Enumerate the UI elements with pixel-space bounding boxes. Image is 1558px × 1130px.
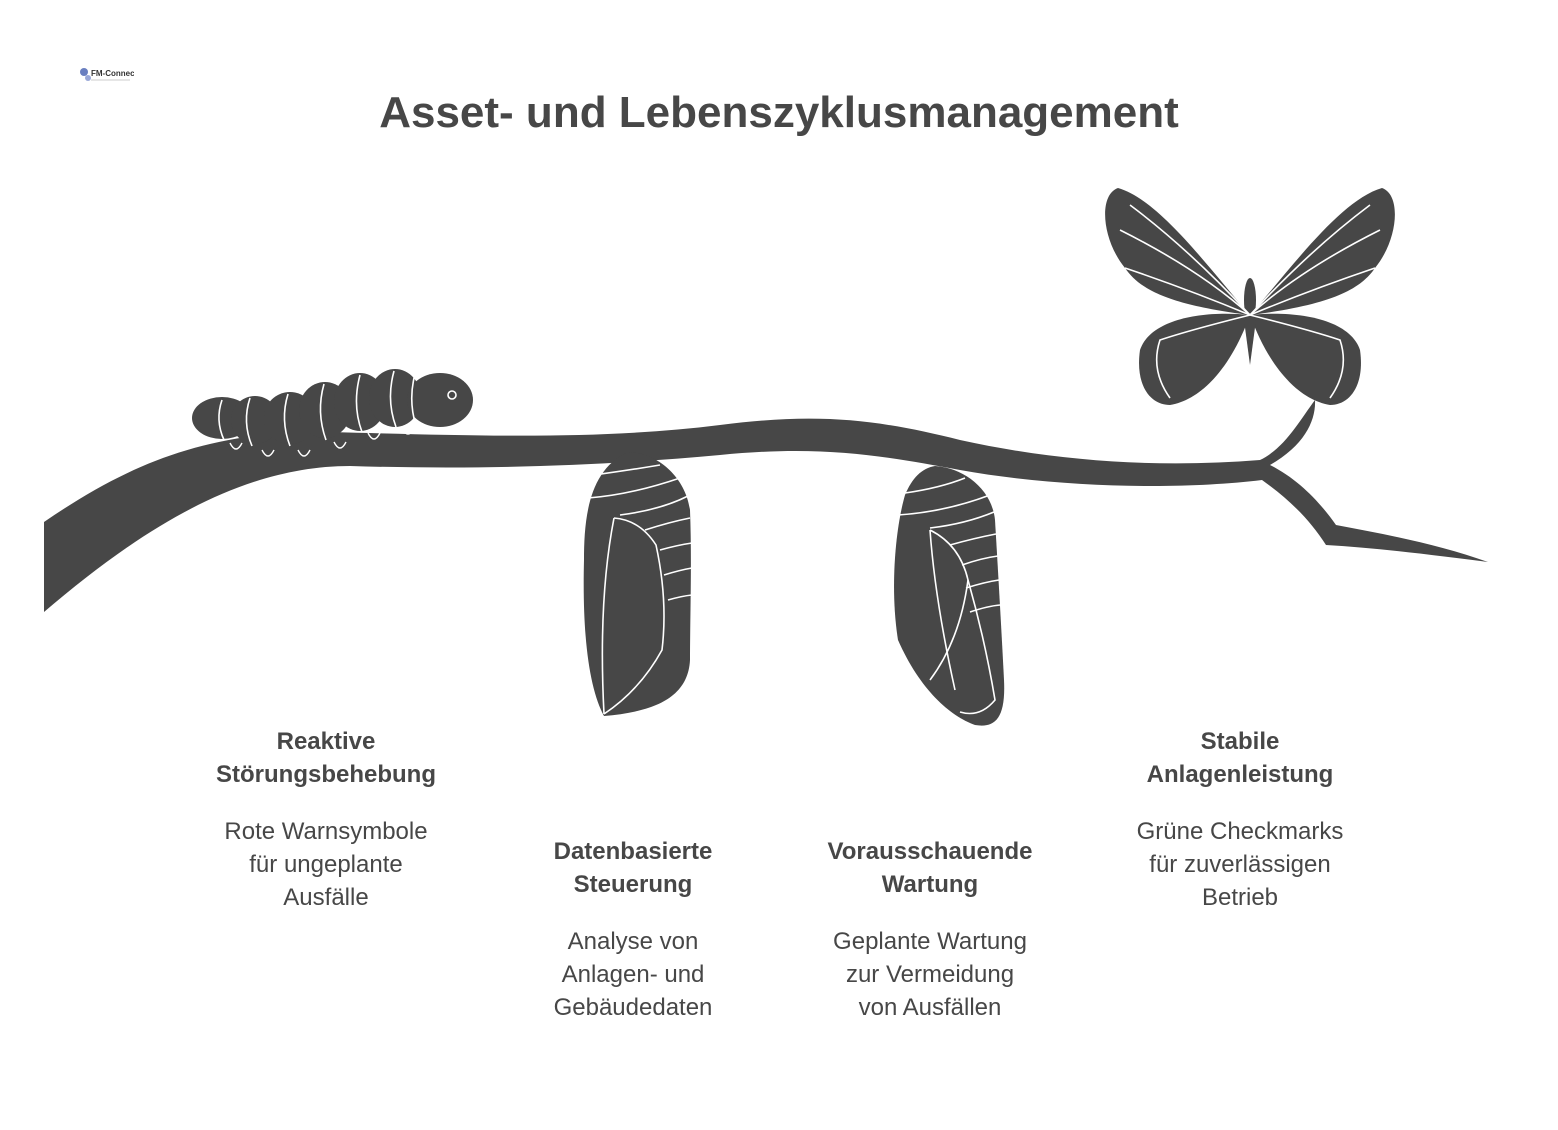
- stage-heading: Datenbasierte Steuerung: [553, 838, 713, 898]
- caterpillar-icon: [192, 369, 473, 457]
- branch-icon: [44, 400, 1488, 612]
- stage-description: Geplante Wartung zur Vermeidung von Ausf…: [833, 928, 1027, 1021]
- chrysalis-icon: [583, 452, 693, 716]
- chrysalis-icon: [894, 466, 1005, 726]
- stage-heading: Reaktive Störungsbehebung: [216, 728, 436, 788]
- stage-data-driven: Datenbasierte Steuerung Analyse von Anla…: [483, 835, 783, 1024]
- stage-stable: Stabile Anlagenleistung Grüne Checkmarks…: [1090, 725, 1390, 914]
- stage-heading: Vorausschauende Wartung: [827, 838, 1033, 898]
- page-title: Asset- und Lebenszyklusmanagement: [379, 88, 1179, 137]
- butterfly-icon: [1105, 188, 1395, 405]
- stage-description: Analyse von Anlagen- und Gebäudedaten: [553, 928, 713, 1021]
- stage-description: Rote Warnsymbole für ungeplante Ausfälle: [224, 818, 428, 911]
- stage-predictive: Vorausschauende Wartung Geplante Wartung…: [780, 835, 1080, 1024]
- stage-heading: Stabile Anlagenleistung: [1146, 728, 1334, 788]
- fm-connect-logo: FM-Connect.com: [78, 64, 156, 86]
- stage-description: Grüne Checkmarks für zuverlässigen Betri…: [1136, 818, 1344, 911]
- logo-text: FM-Connect.com: [91, 69, 134, 78]
- stage-reactive: Reaktive Störungsbehebung Rote Warnsymbo…: [176, 725, 476, 914]
